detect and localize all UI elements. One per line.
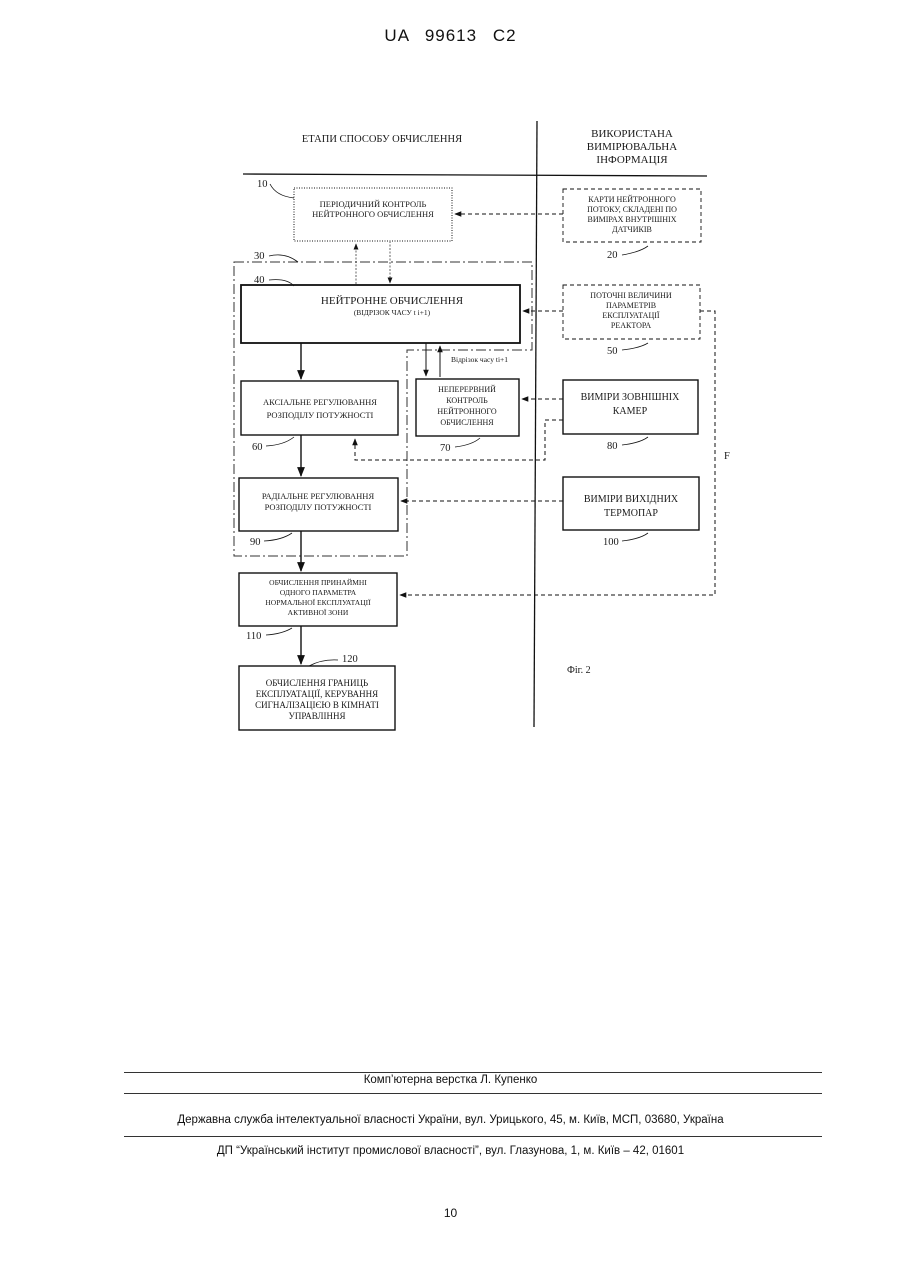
ref-label-90: 90 bbox=[250, 537, 261, 548]
ref-leader-50 bbox=[622, 343, 648, 350]
column-right-title-line: ІНФОРМАЦІЯ bbox=[596, 154, 668, 166]
footer-institute: ДП “Український інститут промислової вла… bbox=[0, 1145, 901, 1157]
ref-label-70: 70 bbox=[440, 443, 451, 454]
box-operation-parameter-line: АКТИВНОЇ ЗОНИ bbox=[288, 608, 349, 617]
box-axial-regulation-line: РОЗПОДІЛУ ПОТУЖНОСТІ bbox=[267, 410, 374, 420]
column-right-title-line: ВИМІРЮВАЛЬНА bbox=[587, 141, 677, 153]
ref-label-20: 20 bbox=[607, 250, 618, 261]
box-current-parameters-line: РЕАКТОРА bbox=[611, 321, 651, 330]
ref-leader-90 bbox=[264, 533, 292, 541]
ref-leader-10 bbox=[270, 184, 294, 198]
box-outlet-thermocouples-line: ТЕРМОПАР bbox=[604, 508, 658, 519]
box-neutron-flux-maps-line: ВИМІРАХ ВНУТРІШНІХ bbox=[588, 215, 677, 224]
ref-leader-60 bbox=[266, 437, 294, 446]
box-operation-parameter-line: ОДНОГО ПАРАМЕТРА bbox=[280, 588, 357, 597]
box-neutron-flux-maps-line: ДАТЧИКІВ bbox=[612, 225, 652, 234]
ref-label-120: 120 bbox=[342, 654, 358, 665]
box-axial-regulation-line: АКСІАЛЬНЕ РЕГУЛЮВАННЯ bbox=[263, 397, 377, 407]
ref-leader-100 bbox=[622, 533, 648, 541]
box-neutron-calculation-title: НЕЙТРОННЕ ОБЧИСЛЕННЯ bbox=[321, 295, 464, 307]
box-operating-limits-line: УПРАВЛІННЯ bbox=[289, 711, 346, 721]
column-left-title: ЕТАПИ СПОСОБУ ОБЧИСЛЕННЯ bbox=[302, 134, 462, 145]
ref-label-30: 30 bbox=[254, 251, 265, 262]
box-operating-limits-line: ЕКСПЛУАТАЦІЇ, КЕРУВАННЯ bbox=[256, 689, 378, 699]
box-current-parameters-line: ПОТОЧНІ ВЕЛИЧИНИ bbox=[590, 291, 672, 300]
box-radial-regulation-line: РАДІАЛЬНЕ РЕГУЛЮВАННЯ bbox=[262, 491, 375, 501]
column-right-title: ВИКОРИСТАНА ВИМІРЮВАЛЬНА ІНФОРМАЦІЯ bbox=[587, 128, 677, 166]
ref-leader-20 bbox=[622, 246, 648, 255]
box-operation-parameter-line: НОРМАЛЬНОЇ ЕКСПЛУАТАЦІЇ bbox=[265, 598, 371, 607]
column-divider-vertical bbox=[534, 121, 537, 727]
box-continuous-control-line: КОНТРОЛЬ bbox=[446, 396, 488, 405]
box-current-parameters-line: ПАРАМЕТРІВ bbox=[606, 301, 656, 310]
ref-leader-120 bbox=[309, 660, 338, 666]
box-operating-limits-line: ОБЧИСЛЕННЯ ГРАНИЦЬ bbox=[266, 678, 368, 688]
box-radial-regulation-line: РОЗПОДІЛУ ПОТУЖНОСТІ bbox=[265, 502, 372, 512]
footer-layout-credit: Комп’ютерна верстка Л. Купенко bbox=[0, 1074, 901, 1086]
box-external-chambers-line: КАМЕР bbox=[613, 406, 648, 417]
box-operating-limits-line: СИГНАЛІЗАЦІЄЮ В КІМНАТІ bbox=[255, 700, 379, 710]
box-external-chambers-line: ВИМІРИ ЗОВНІШНІХ bbox=[581, 392, 680, 403]
ref-leader-70 bbox=[455, 438, 480, 447]
footer-divider bbox=[124, 1072, 822, 1073]
ref-label-110: 110 bbox=[246, 631, 261, 642]
time-interval-label: Відрізок часу ti+1 bbox=[451, 355, 508, 364]
box-current-parameters-line: ЕКСПЛУАТАЦІЇ bbox=[602, 311, 659, 320]
ref-leader-30 bbox=[269, 255, 298, 262]
ref-label-50: 50 bbox=[607, 346, 618, 357]
ref-label-80: 80 bbox=[607, 441, 618, 452]
box-continuous-control-line: НЕЙТРОННОГО bbox=[437, 407, 496, 416]
feedback-label: F bbox=[724, 451, 730, 462]
column-divider-horizontal bbox=[243, 174, 707, 176]
box-outlet-thermocouples-line: ВИМІРИ ВИХІДНИХ bbox=[584, 494, 679, 505]
box-continuous-control-line: ОБЧИСЛЕННЯ bbox=[440, 418, 494, 427]
footer-divider bbox=[124, 1136, 822, 1137]
footer-agency: Державна служба інтелектуальної власност… bbox=[0, 1114, 901, 1126]
box-operation-parameter-line: ОБЧИСЛЕННЯ ПРИНАЙМНІ bbox=[269, 578, 367, 587]
box-neutron-flux-maps-line: ПОТОКУ, СКЛАДЕНІ ПО bbox=[587, 205, 677, 214]
ref-leader-80 bbox=[622, 437, 648, 445]
box-periodic-control-line: НЕЙТРОННОГО ОБЧИСЛЕННЯ bbox=[312, 209, 434, 219]
box-axial-regulation bbox=[241, 381, 398, 435]
ref-label-40: 40 bbox=[254, 275, 265, 286]
box-periodic-control-line: ПЕРІОДИЧНИЙ КОНТРОЛЬ bbox=[320, 199, 427, 209]
ref-label-60: 60 bbox=[252, 442, 263, 453]
ref-label-100: 100 bbox=[603, 537, 619, 548]
box-neutron-flux-maps-line: КАРТИ НЕЙТРОННОГО bbox=[588, 195, 676, 204]
figure-label: Фіг. 2 bbox=[567, 665, 591, 676]
ref-label-10: 10 bbox=[257, 179, 268, 190]
column-right-title-line: ВИКОРИСТАНА bbox=[591, 128, 673, 140]
page-number: 10 bbox=[0, 1206, 901, 1220]
box-continuous-control-line: НЕПЕРЕРВНИЙ bbox=[438, 385, 496, 394]
footer-divider bbox=[124, 1093, 822, 1094]
box-neutron-calculation-subtitle: (ВІДРІЗОК ЧАСУ t i+1) bbox=[354, 308, 431, 317]
ref-leader-110 bbox=[266, 628, 292, 635]
